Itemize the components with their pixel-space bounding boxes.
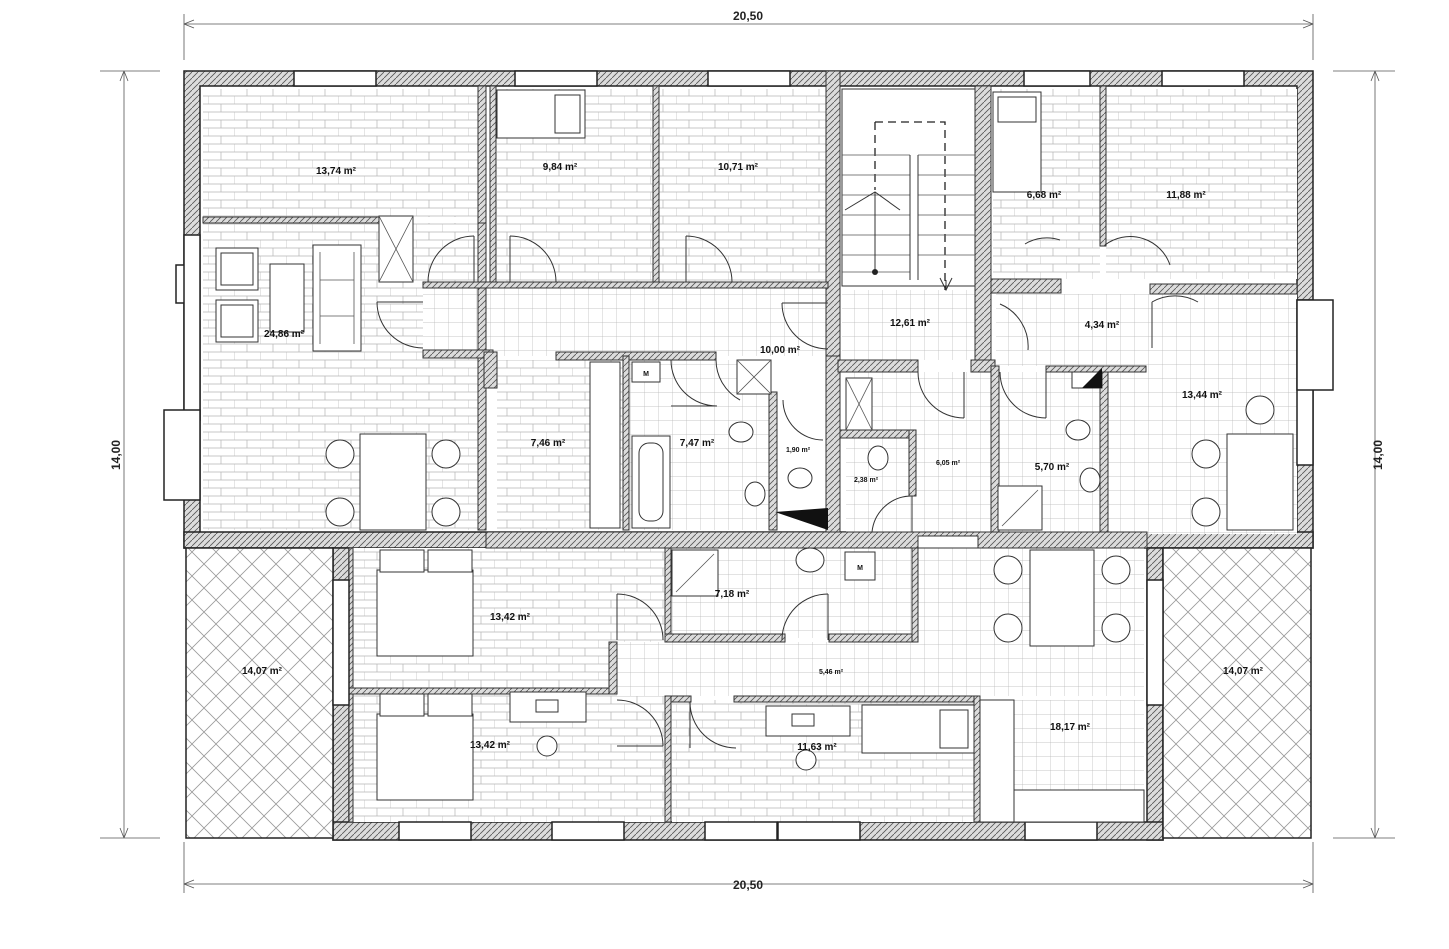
dimension-right: 14,00 — [1371, 440, 1385, 470]
interior-walls — [202, 70, 1298, 823]
furniture — [215, 89, 1294, 823]
dimension-top: 20,50 — [733, 9, 763, 23]
room-area-3: 10,71 m² — [718, 162, 759, 173]
room-area-22: 13,42 m² — [470, 740, 511, 751]
fixture-m2: M — [857, 565, 863, 572]
dimension-lines — [100, 14, 1395, 893]
room-area-8: 12,61 m² — [890, 318, 931, 329]
room-area-18: 7,18 m² — [715, 589, 750, 600]
room-area-19: 14,07 m² — [242, 666, 283, 677]
room-area-11: 7,46 m² — [531, 438, 566, 449]
doors — [376, 235, 1199, 749]
room-area-6: 24,86 m² — [264, 329, 305, 340]
room-area-14: 2,38 m² — [854, 477, 879, 484]
dimension-left: 14,00 — [109, 440, 123, 470]
room-area-7: 10,00 m² — [760, 345, 801, 356]
terrace-left — [185, 547, 334, 839]
fixture-m1: M — [643, 371, 649, 378]
windows — [163, 70, 1334, 841]
room-area-9: 4,34 m² — [1085, 320, 1120, 331]
room-area-15: 6,05 m² — [936, 460, 961, 467]
room-area-2: 9,84 m² — [543, 162, 578, 173]
terrace-right — [1162, 547, 1312, 839]
room-area-21: 5,46 m² — [819, 669, 844, 676]
room-area-10: 13,44 m² — [1182, 390, 1223, 401]
room-area-13: 1,90 m² — [786, 447, 811, 454]
room-area-4: 6,68 m² — [1027, 190, 1062, 201]
room-area-1: 13,74 m² — [316, 166, 357, 177]
room-area-20: 14,07 m² — [1223, 666, 1264, 677]
staircase — [841, 88, 976, 292]
room-area-12: 7,47 m² — [680, 438, 715, 449]
room-area-24: 18,17 m² — [1050, 722, 1091, 733]
room-area-5: 11,88 m² — [1166, 190, 1206, 201]
dimension-bottom: 20,50 — [733, 878, 763, 892]
room-area-16: 5,70 m² — [1035, 462, 1070, 473]
room-area-17: 13,42 m² — [490, 612, 531, 623]
room-area-23: 11,63 m² — [797, 742, 837, 753]
